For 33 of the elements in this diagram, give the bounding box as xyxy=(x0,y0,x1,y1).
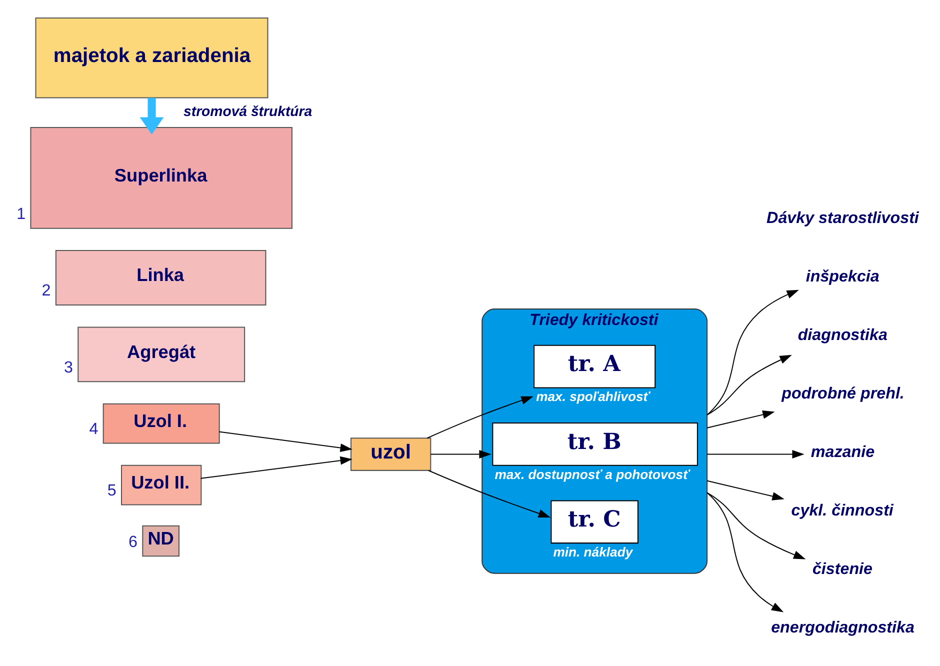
arrow xyxy=(706,354,792,416)
node-text: podrobné prehl. xyxy=(782,384,904,403)
node-label: 3 xyxy=(64,358,73,376)
arrow xyxy=(430,450,492,459)
arrow xyxy=(426,396,534,439)
edge-label: stromová štruktúra xyxy=(184,102,312,119)
node-text: cykl. činnosti xyxy=(791,502,894,520)
node-label: 1 xyxy=(16,205,26,224)
arrow xyxy=(200,456,352,479)
arrow xyxy=(706,492,806,560)
node-text: čistenie xyxy=(812,560,873,578)
node-label: min. náklady xyxy=(553,544,633,560)
node-label: 4 xyxy=(89,420,98,438)
node-text: energodiagnostika xyxy=(771,618,914,637)
node-label: 5 xyxy=(107,481,116,500)
node-text: mazanie xyxy=(810,443,875,462)
arrow xyxy=(706,290,799,416)
node-label: 2 xyxy=(42,282,51,300)
label: Dávky starostlivosti xyxy=(766,209,919,228)
node-label: max. spoľahlivosť xyxy=(536,389,650,404)
node-label: max. dostupnosť a pohotovosť xyxy=(494,466,690,482)
arrow xyxy=(428,470,551,518)
arrow xyxy=(707,450,804,459)
node-label: 6 xyxy=(128,532,138,551)
arrow xyxy=(706,492,784,612)
node-box: uzol xyxy=(350,438,432,471)
arrow xyxy=(219,431,352,452)
node-text: inšpekcia xyxy=(806,268,880,286)
node-text: diagnostika xyxy=(798,326,888,344)
node-box: majetok a zariadenia xyxy=(35,18,268,98)
arrow xyxy=(706,480,784,500)
arrow xyxy=(706,410,775,428)
arrow xyxy=(140,98,164,134)
